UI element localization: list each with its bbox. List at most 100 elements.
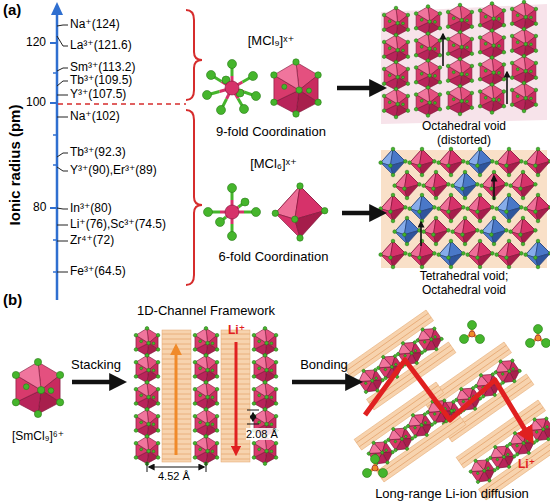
chloride-ball — [147, 368, 151, 372]
chloride-ball — [446, 106, 450, 110]
chloride-ball — [293, 59, 299, 65]
chloride-ball — [530, 70, 533, 73]
chloride-ball — [296, 87, 302, 93]
chloride-ball — [488, 456, 492, 460]
chloride-ball — [391, 265, 395, 269]
channel-stripe — [162, 459, 191, 460]
figure-label: 100 — [26, 96, 46, 109]
leader-line — [57, 36, 68, 46]
chloride-ball — [490, 111, 494, 115]
part-label: Octahedral void (distorted) — [408, 120, 520, 148]
figure-label: Li⁺ — [228, 324, 245, 337]
axis-tick — [50, 102, 57, 104]
chloride-ball — [408, 253, 412, 257]
chloride-ball — [502, 50, 506, 54]
chloride-ball — [215, 429, 219, 433]
panel-letter: (a) — [3, 2, 21, 19]
chloride-ball — [265, 395, 269, 399]
chloride-ball — [403, 354, 407, 358]
structure-9fold — [381, 0, 547, 124]
chloride-ball — [402, 49, 405, 52]
metal-ball — [225, 205, 239, 219]
chloride-ball — [463, 242, 467, 246]
chloride-ball — [498, 44, 501, 47]
chloride-ball — [306, 88, 311, 93]
axis-tick — [50, 207, 57, 209]
chloride-ball — [215, 441, 219, 445]
chloride-ball — [391, 173, 395, 177]
chloride-ball — [147, 422, 151, 426]
chloride-ball — [385, 460, 389, 464]
chloride-ball — [252, 375, 256, 379]
chloride-ball — [249, 72, 258, 81]
chloride-ball — [426, 114, 430, 118]
chloride-ball — [490, 56, 494, 60]
chloride-ball — [522, 0, 526, 4]
chloride-ball — [492, 393, 496, 397]
chloride-ball — [484, 96, 487, 99]
chloride-ball — [263, 327, 267, 331]
chloride-ball — [274, 348, 278, 352]
metal-ball — [225, 81, 239, 95]
chloride-ball — [140, 340, 143, 343]
chloride-ball — [38, 386, 45, 393]
chloride-ball — [215, 360, 219, 364]
chloride-ball — [502, 9, 506, 13]
chloride-ball — [204, 381, 208, 385]
chloride-ball — [446, 25, 450, 29]
chloride-ball — [394, 115, 398, 119]
chloride-ball — [491, 252, 495, 256]
chloride-ball — [199, 421, 202, 424]
chloride-ball — [492, 170, 496, 174]
process-arrow — [337, 86, 380, 91]
chloride-ball — [199, 367, 202, 370]
chloride-ball — [419, 423, 423, 427]
chloride-ball — [270, 342, 273, 345]
channel-stripe — [382, 421, 464, 478]
chloride-ball — [252, 360, 256, 364]
chloride-ball — [449, 239, 453, 243]
chloride-ball — [371, 441, 375, 445]
chloride-ball — [438, 80, 442, 84]
chloride-ball — [393, 448, 397, 452]
void-arrow — [506, 72, 508, 104]
axis-tick — [53, 164, 57, 166]
figure-label: Li⁺ — [518, 458, 535, 471]
chloride-ball — [193, 441, 197, 445]
chloride-ball — [414, 93, 418, 97]
chloride-ball — [140, 421, 143, 424]
chloride-ball — [530, 16, 533, 19]
chloride-ball — [449, 265, 453, 269]
chloride-ball — [147, 395, 151, 399]
chloride-ball — [152, 423, 155, 426]
figure-part: [SmCl₉]⁶⁺ — [4, 352, 72, 444]
chloride-ball — [549, 206, 550, 210]
chloride-ball — [546, 437, 550, 441]
chloride-ball — [534, 49, 538, 53]
dimension-tick — [147, 462, 148, 472]
figure-label: 4.52 Å — [158, 470, 190, 482]
chloride-ball — [512, 379, 516, 383]
chloride-ball — [534, 229, 538, 233]
chloride-ball — [438, 93, 442, 97]
chloride-ball — [215, 456, 219, 460]
leader-line — [57, 241, 68, 242]
chloride-ball — [396, 48, 400, 52]
chloride-ball — [534, 88, 538, 92]
axis-tick — [53, 134, 57, 136]
chloride-ball — [498, 98, 501, 101]
chloride-ball — [522, 27, 526, 31]
leader-line — [57, 25, 68, 26]
figure-label: 120 — [26, 36, 46, 49]
chloride-ball — [502, 104, 506, 108]
chloride-ball — [536, 265, 540, 269]
chloride-ball — [510, 76, 514, 80]
li-channel — [162, 330, 191, 462]
chloride-ball — [519, 187, 523, 191]
chloride-ball — [193, 348, 197, 352]
channel-stripe — [221, 454, 250, 455]
polyhedron-face — [448, 5, 462, 20]
chloride-ball — [379, 161, 383, 165]
polyhedron-face — [448, 32, 462, 47]
chloride-ball — [206, 395, 210, 399]
